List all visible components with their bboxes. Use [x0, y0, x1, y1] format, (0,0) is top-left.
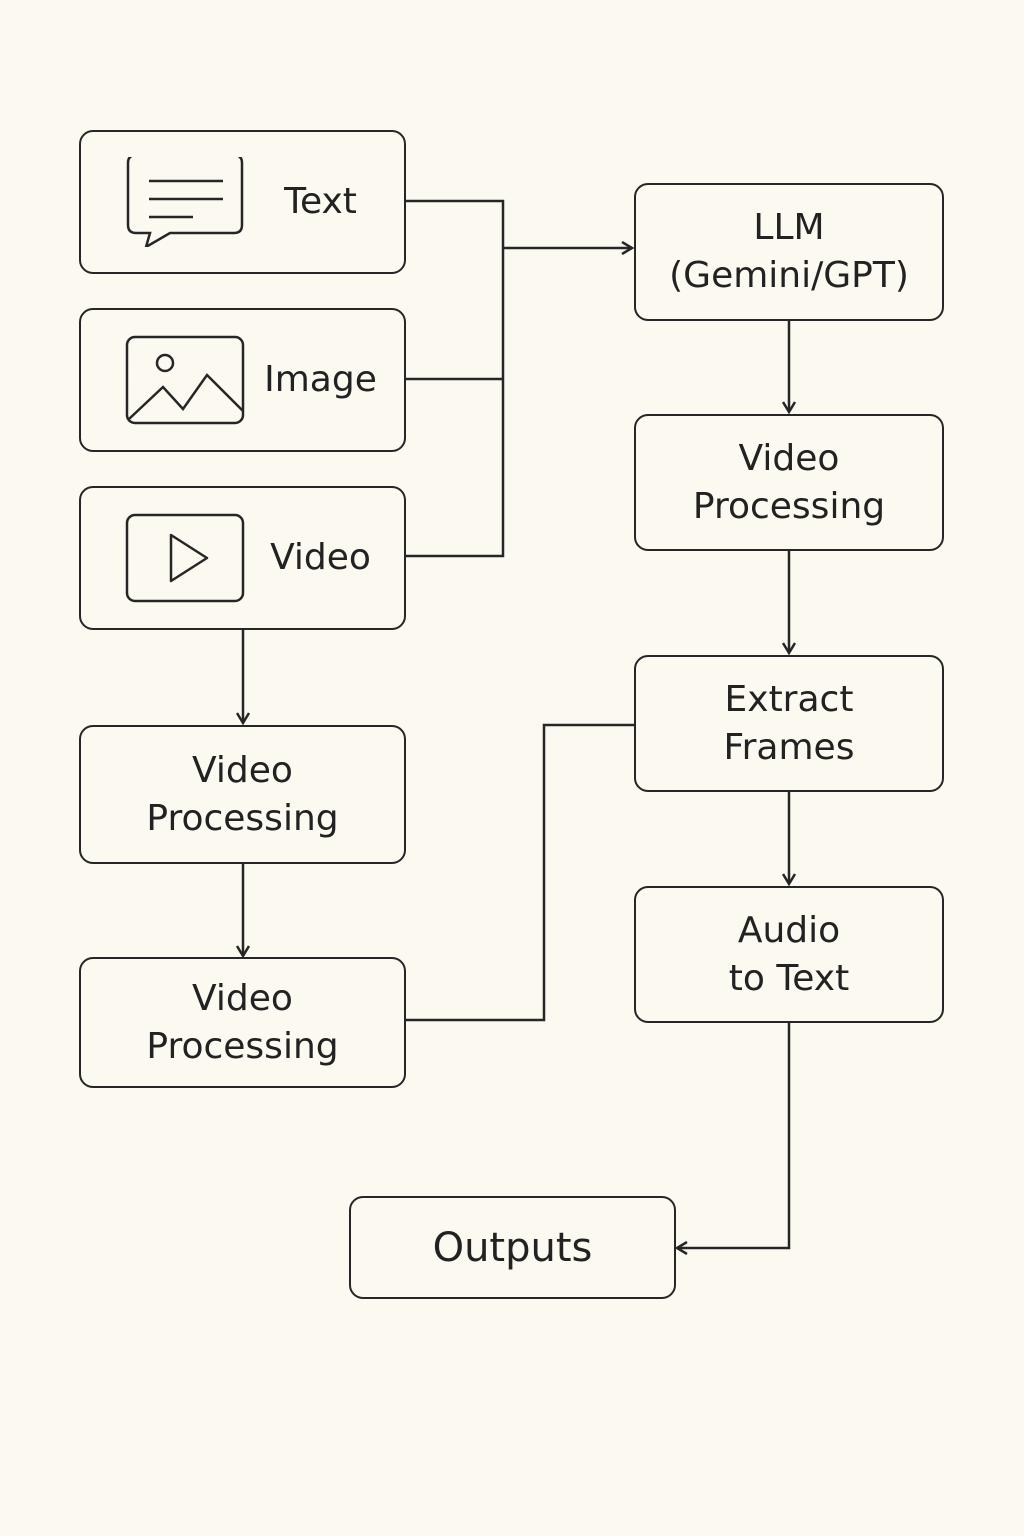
- outputs-node: Outputs: [349, 1196, 676, 1299]
- video-input-label: Video: [270, 537, 371, 578]
- image-input-node: Image: [79, 308, 406, 452]
- video-processing-left-1-label: Video Processing: [146, 747, 338, 843]
- label-line: Extract: [724, 678, 854, 720]
- label-line: to Text: [728, 957, 850, 999]
- llm-label: LLM (Gemini/GPT): [669, 204, 909, 300]
- video-processing-node-left-2: Video Processing: [79, 957, 406, 1088]
- extract-frames-node: Extract Frames: [634, 655, 944, 792]
- text-input-label: Text: [284, 181, 357, 222]
- extract-frames-label: Extract Frames: [724, 676, 855, 772]
- llm-node: LLM (Gemini/GPT): [634, 183, 944, 321]
- label-line: Audio: [737, 909, 841, 951]
- outputs-label: Outputs: [432, 1224, 593, 1271]
- label-line: Processing: [692, 485, 886, 527]
- connector-processing-2-to-extract-frames: [405, 723, 634, 1022]
- label-line: Video: [192, 977, 293, 1019]
- text-input-node: Text: [79, 130, 406, 274]
- picture-icon: [125, 335, 245, 425]
- play-icon: [125, 513, 245, 603]
- audio-to-text-node: Audio to Text: [634, 886, 944, 1023]
- video-processing-right-label: Video Processing: [693, 435, 885, 531]
- audio-to-text-label: Audio to Text: [729, 907, 849, 1003]
- label-line: Video: [738, 437, 840, 479]
- connector-audio-to-outputs: [677, 1022, 791, 1248]
- video-input-node: Video: [79, 486, 406, 630]
- label-line: (Gemini/GPT): [669, 255, 909, 296]
- label-line: Frames: [723, 726, 855, 768]
- video-processing-node-left-1: Video Processing: [79, 725, 406, 864]
- image-input-label: Image: [264, 359, 377, 400]
- video-processing-left-2-label: Video Processing: [146, 975, 338, 1071]
- label-line: LLM: [753, 207, 825, 248]
- label-line: Processing: [146, 1025, 339, 1067]
- label-line: Video: [192, 749, 293, 791]
- speech-bubble-icon: [126, 157, 244, 247]
- label-line: Processing: [146, 797, 339, 839]
- video-processing-node-right: Video Processing: [634, 414, 944, 551]
